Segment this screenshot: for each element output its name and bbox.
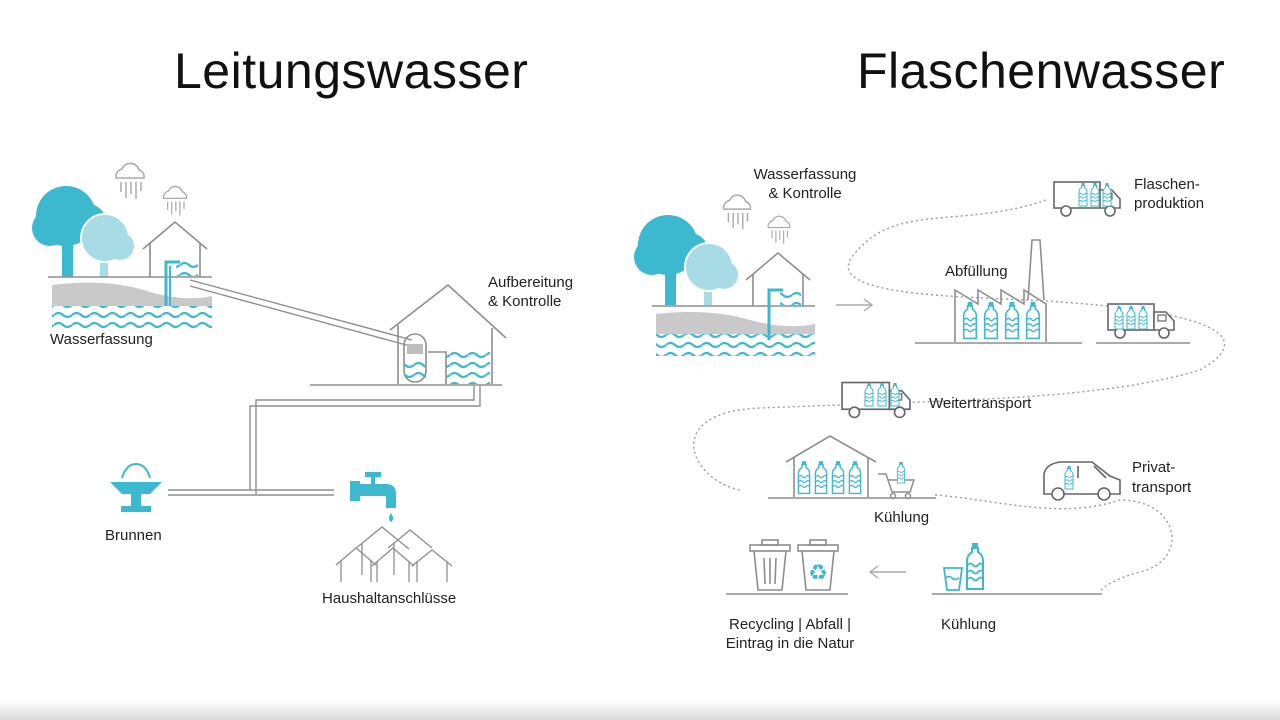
label-flaschenproduktion-line2: produktion <box>1134 195 1205 212</box>
rain-cloud-icon <box>162 185 188 217</box>
store-icon <box>785 435 877 497</box>
tree-icon <box>80 213 134 277</box>
rain-cloud-icon <box>767 215 791 245</box>
shopping-cart-icon <box>878 462 916 500</box>
label-wasserfassung-line2: & Kontrolle <box>768 185 842 202</box>
fountain-icon <box>110 462 162 512</box>
left-title: Leitungswasser <box>174 43 529 99</box>
label-wasserfassung: Wasserfassung <box>50 331 153 348</box>
right-title: Flaschenwasser <box>857 43 1226 99</box>
factory-icon <box>954 239 1047 342</box>
treatment-house-icon <box>389 283 507 384</box>
label-recycling-line2: Eintrag in die Natur <box>725 635 855 652</box>
truck-icon <box>1053 181 1121 217</box>
trash-bin-icon <box>749 539 791 591</box>
label-weitertransport: Weitertransport <box>929 395 1032 412</box>
faucet-icon <box>350 472 396 522</box>
label-flaschenproduktion-line1: Flaschen- <box>1134 176 1200 193</box>
bottle-icon <box>962 302 1041 340</box>
bottom-shade <box>0 700 1280 720</box>
label-aufbereitung-line2: & Kontrolle <box>488 293 562 310</box>
label-aufbereitung-line1: Aufbereitung <box>488 274 574 291</box>
arrow-icon <box>836 298 874 312</box>
label-brunnen: Brunnen <box>105 527 162 544</box>
label-kuehlung-store: Kühlung <box>874 509 930 526</box>
label-haushaltanschluesse: Haushaltanschlüsse <box>322 590 457 607</box>
right-diagram: ♻ <box>634 181 1226 595</box>
label-privattransport-line2: transport <box>1132 479 1192 496</box>
label-abfuellung: Abfüllung <box>945 263 1008 280</box>
rain-cloud-icon <box>115 162 145 200</box>
recycling-bin-icon: ♻ <box>797 539 839 591</box>
truck-icon <box>841 381 911 419</box>
glass-icon <box>942 567 964 591</box>
pump-house-icon <box>745 251 811 306</box>
pump-house-icon <box>142 220 208 277</box>
label-recycling-line1: Recycling | Abfall | <box>728 616 851 633</box>
label-privattransport-line1: Privat- <box>1132 459 1176 476</box>
bottle-icon <box>797 461 862 495</box>
truck-icon <box>1107 303 1175 339</box>
label-kuehlung-home: Kühlung <box>941 616 997 633</box>
tree-icon <box>684 242 738 305</box>
left-diagram <box>32 162 507 582</box>
bottle-icon <box>966 543 984 590</box>
label-wasserfassung-line1: Wasserfassung <box>753 166 857 183</box>
arrow-icon <box>868 565 906 579</box>
car-icon <box>1043 461 1121 501</box>
svg-text:♻: ♻ <box>808 561 828 586</box>
houses-icon <box>335 526 453 582</box>
tree-icon <box>634 215 708 305</box>
